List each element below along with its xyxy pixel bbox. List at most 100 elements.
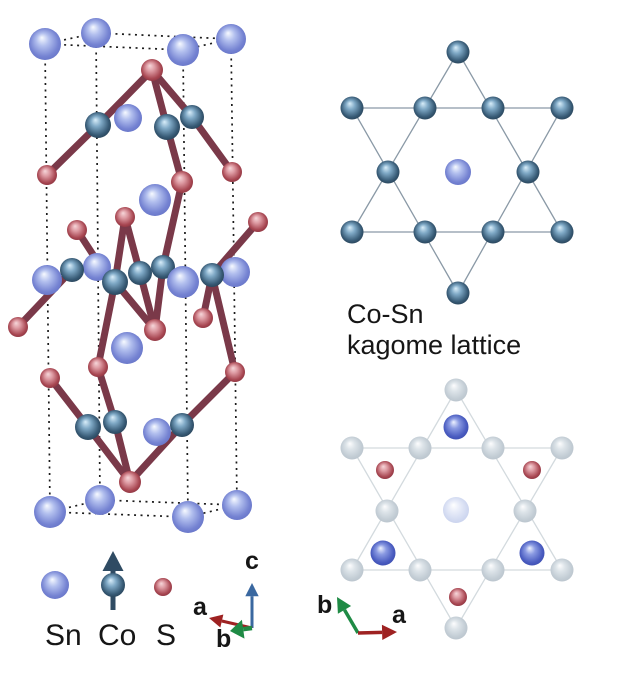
sn-atom — [172, 501, 204, 533]
cell-edge-dotted — [95, 32, 232, 40]
axis-label-a-left: a — [193, 593, 207, 621]
sn-atom — [222, 490, 252, 520]
s-atom — [376, 461, 394, 479]
co-atom — [413, 96, 437, 120]
co-atom — [128, 261, 152, 285]
co-atom — [550, 220, 574, 244]
s-atom — [171, 171, 193, 193]
co-atom — [85, 112, 111, 138]
legend-panel — [41, 551, 172, 610]
sn-atom — [29, 28, 61, 60]
co-atom — [550, 96, 574, 120]
co-atom — [101, 573, 125, 597]
axis-label-b-right: b — [317, 591, 333, 619]
s-atom — [222, 162, 242, 182]
lattice-triangle — [350, 107, 564, 295]
cell-edge-dotted — [99, 499, 238, 506]
sn-atom — [32, 265, 62, 295]
axis-arrow-a-right-head — [381, 624, 397, 641]
ghost-atom — [481, 558, 505, 582]
co-atom — [60, 258, 84, 282]
ghost-atom — [408, 436, 432, 460]
axis-arrow-b-right-head — [337, 597, 352, 614]
legend-label-sn: Sn — [45, 619, 82, 652]
sn-atom — [34, 496, 66, 528]
kagome-caption-line2: kagome lattice — [347, 330, 522, 360]
sn-atom — [85, 485, 115, 515]
s-atom — [88, 357, 108, 377]
legend-label-s: S — [156, 619, 177, 652]
sn-faded-atom — [443, 497, 469, 523]
ghost-atom — [408, 558, 432, 582]
legend-label-co: Co — [98, 619, 137, 652]
co-spin-arrow-head — [102, 551, 124, 571]
cell-edge-dotted — [49, 511, 189, 518]
ghost-atom — [375, 499, 399, 523]
lattice-triangle — [350, 447, 564, 630]
co-atom — [376, 160, 400, 184]
co-atom — [154, 114, 180, 140]
s-atom — [144, 319, 166, 341]
s-atom — [225, 362, 245, 382]
axis-label-b-left: b — [216, 625, 232, 653]
sn-vivid-atom — [370, 540, 396, 566]
ghost-atom — [444, 378, 468, 402]
sn-vivid-atom — [519, 540, 545, 566]
lattice-triangle — [350, 50, 564, 233]
co-atom — [446, 281, 470, 305]
sn-atom — [41, 571, 69, 599]
co-s-bond — [94, 278, 119, 371]
lattice-triangle — [350, 388, 564, 571]
s-atom — [8, 317, 28, 337]
sn-atom — [220, 257, 250, 287]
s-atom — [37, 165, 57, 185]
s-atom — [248, 212, 268, 232]
axis-arrow-a-left-head — [209, 614, 224, 628]
ghost-atom — [550, 558, 574, 582]
co-atom — [413, 220, 437, 244]
co-atom — [481, 220, 505, 244]
s-atom — [119, 471, 141, 493]
axis-arrow-b-right-shaft — [342, 608, 360, 634]
axis-label-c-left: c — [245, 547, 259, 575]
ghost-atom — [550, 436, 574, 460]
sn-atom — [445, 159, 471, 185]
sn-atom — [111, 332, 143, 364]
sn-atom — [143, 418, 171, 446]
axis-arrow-a-right-shaft — [357, 630, 383, 635]
axes-left-panel — [209, 583, 259, 639]
ghost-atom — [340, 436, 364, 460]
ghost-atom — [340, 558, 364, 582]
ghost-atom — [481, 436, 505, 460]
axes-right-panel — [337, 597, 397, 641]
kagome-lattice-top-panel — [340, 40, 574, 305]
co-s-bond — [208, 271, 239, 376]
sn-atom — [114, 104, 142, 132]
axis-arrow-b-left-head — [230, 619, 245, 639]
s-atom — [40, 368, 60, 388]
cell-edge-dotted — [44, 43, 184, 51]
unit-cell-3d-panel — [8, 18, 268, 533]
s-atom — [154, 578, 172, 596]
kagome-lattice-bottom-panel — [340, 378, 574, 640]
co-s-bond — [159, 178, 186, 271]
co-atom — [180, 105, 204, 129]
sn-atom — [81, 18, 111, 48]
s-atom — [141, 59, 163, 81]
co-atom — [103, 410, 127, 434]
co-atom — [151, 255, 175, 279]
co-atom — [446, 40, 470, 64]
co-atom — [170, 413, 194, 437]
co-s-bond — [14, 266, 76, 331]
co-atom — [516, 160, 540, 184]
axis-arrow-c-left-head — [245, 583, 259, 597]
sn-atom — [167, 266, 199, 298]
sn-atom — [216, 24, 246, 54]
ghost-atom — [444, 616, 468, 640]
co-atom — [102, 269, 128, 295]
s-atom — [115, 207, 135, 227]
co-s-bond — [178, 368, 239, 429]
cell-edge-dotted — [44, 32, 97, 45]
